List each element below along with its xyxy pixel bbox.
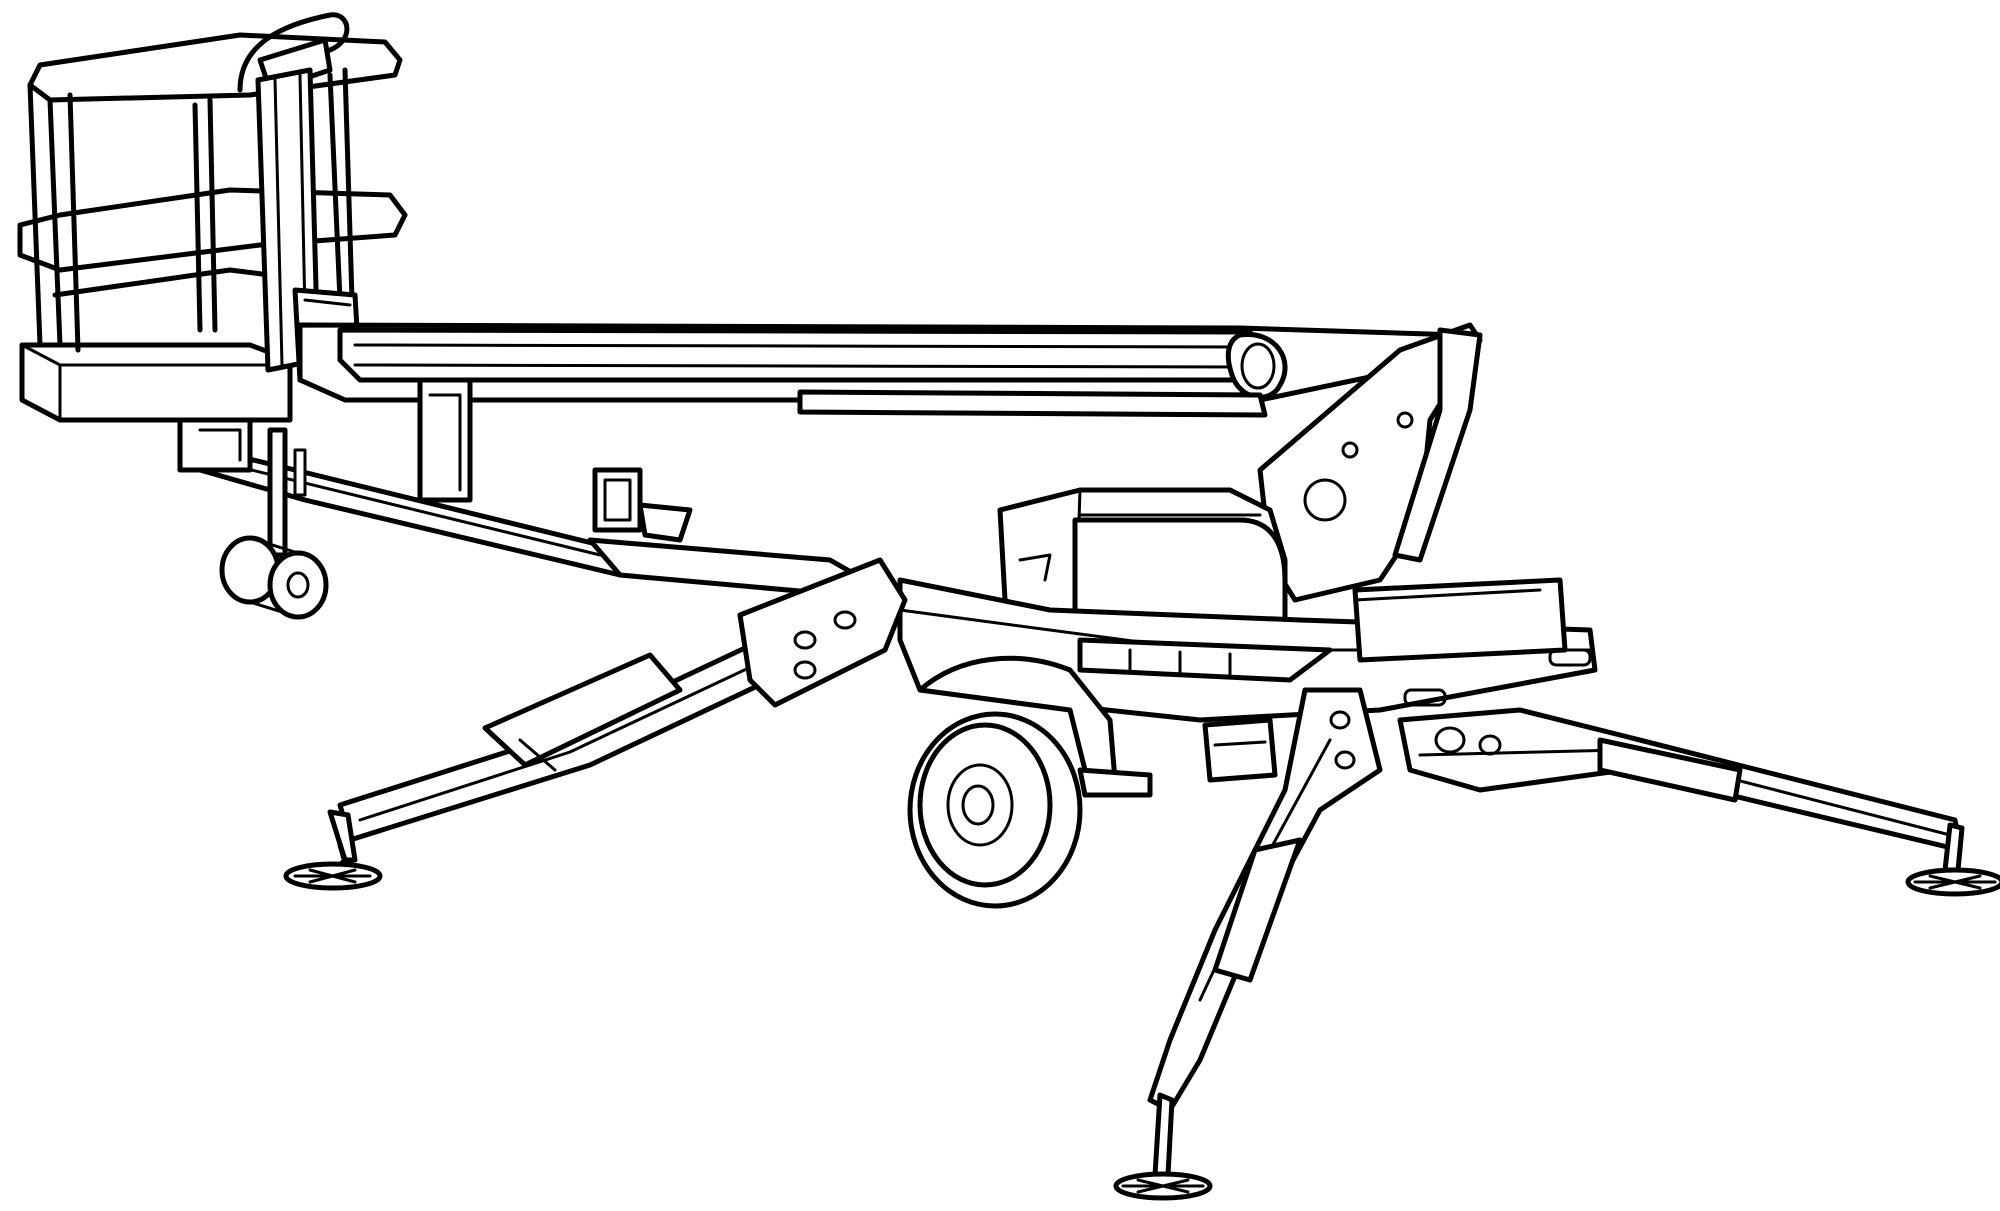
foot-pad-left-rear [283,861,383,891]
outrigger-left-rear [327,645,773,883]
hitch [1202,717,1278,783]
main-boom [297,322,1478,503]
engine-hood [997,487,1288,643]
foot-pad-right-rear [1905,867,2000,897]
road-wheel [907,655,1153,909]
foot-pad-front [1113,1171,1213,1201]
work-platform [19,342,293,473]
jockey-wheel [219,427,329,620]
outrigger-bracket-left [737,557,908,708]
outrigger-right-rear [1397,707,1965,873]
